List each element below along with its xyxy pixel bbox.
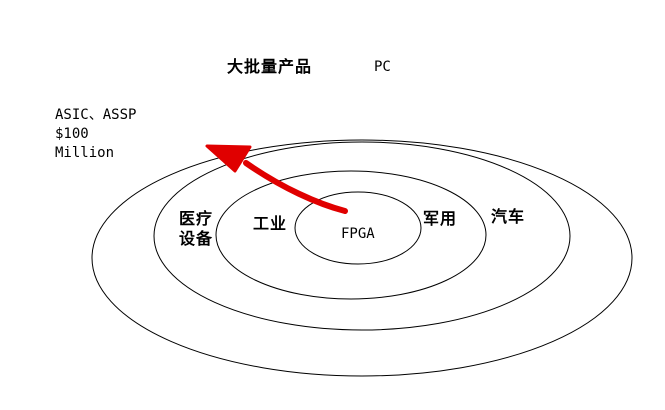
label-industrial: 工业 [253,214,288,233]
inner-ellipse [294,191,422,265]
second-ellipse [215,170,487,300]
label-military: 军用 [423,209,458,228]
label-medical-2: 设备 [179,229,214,248]
label-fpga: FPGA [341,226,375,242]
outer-ellipse [91,139,633,377]
label-automotive: 汽车 [491,207,526,226]
label-pc: PC [374,59,391,75]
label-million: Million [55,145,115,161]
arrow-shaft [243,160,348,214]
label-100: $100 [55,126,89,142]
label-high-volume: 大批量产品 [227,57,313,76]
label-asic-block: ASIC、ASSP $100 Million [55,106,136,163]
arrow-head-icon [205,144,252,173]
label-asic-assp: ASIC、ASSP [55,107,137,123]
third-ellipse [153,141,571,331]
red-arrow [205,144,348,214]
label-medical-block: 医疗 设备 [179,209,213,249]
label-medical-1: 医疗 [179,209,214,228]
